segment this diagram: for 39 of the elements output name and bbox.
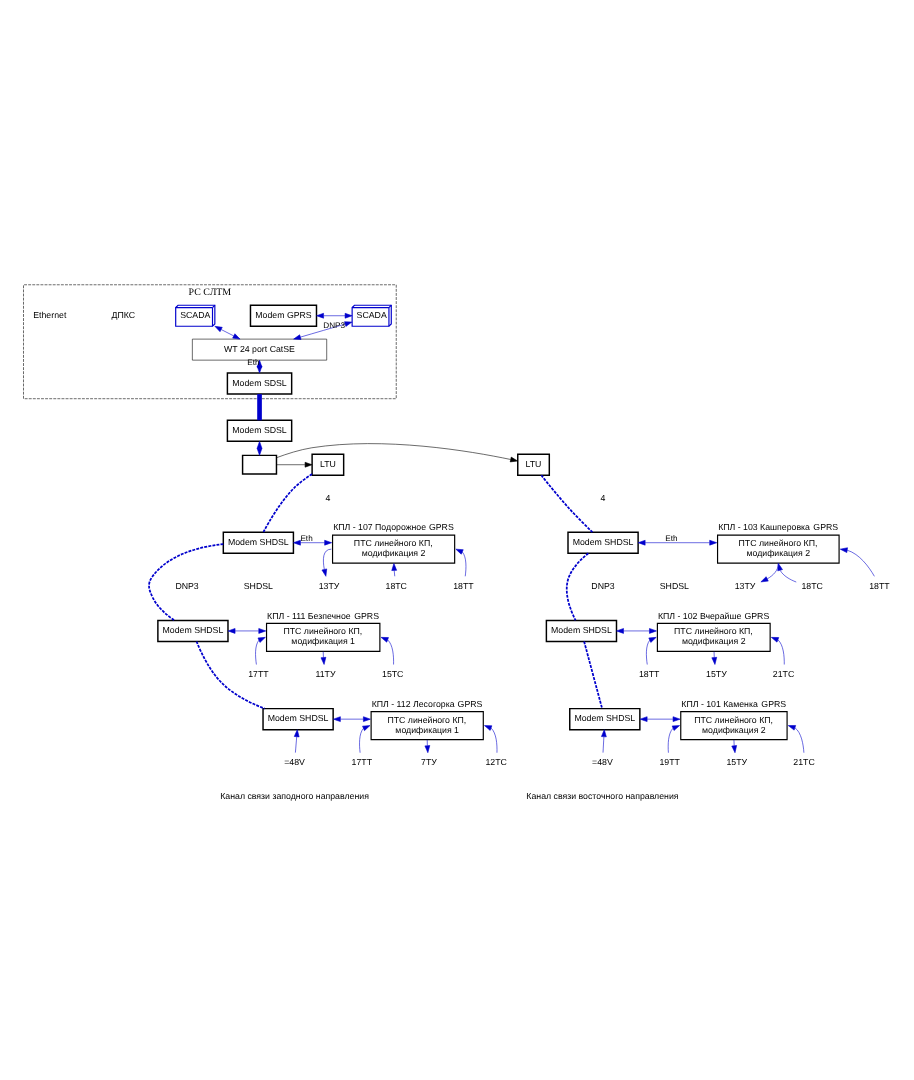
arrow (839, 547, 875, 577)
arrow (455, 548, 467, 577)
arrow (276, 443, 518, 463)
arrow (227, 628, 267, 634)
arrow (380, 637, 394, 665)
arrow (391, 563, 397, 577)
connector (583, 640, 603, 710)
connector (565, 552, 590, 622)
arrow (731, 739, 737, 753)
arrow (316, 313, 353, 319)
node-box (241, 454, 278, 475)
arrow (637, 539, 717, 546)
arrow (424, 739, 431, 753)
connector (540, 474, 594, 533)
connector (257, 394, 262, 421)
arrow (760, 563, 779, 583)
connector (195, 640, 266, 710)
arrow (616, 628, 657, 634)
arrow (359, 725, 371, 753)
arrow (646, 637, 657, 665)
arrow (787, 725, 805, 753)
connector (262, 473, 313, 533)
arrow (293, 539, 332, 546)
arrow (320, 651, 327, 665)
arrow (255, 637, 266, 665)
arrow (214, 326, 241, 340)
connector (148, 543, 225, 622)
arrow (321, 548, 332, 577)
arrow (639, 716, 681, 722)
arrow (771, 637, 785, 665)
arrow (711, 651, 717, 665)
arrow (276, 461, 313, 468)
arrow (667, 725, 680, 753)
arrow (293, 729, 300, 753)
arrow (484, 725, 498, 753)
arrow (777, 563, 797, 583)
arrow (333, 716, 371, 722)
arrow (601, 729, 607, 753)
arrow (293, 321, 353, 340)
